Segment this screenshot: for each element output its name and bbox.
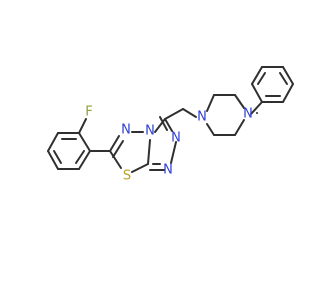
bond — [131, 163, 149, 173]
bond-inner — [53, 150, 62, 164]
bond — [47, 150, 59, 170]
structure-canvas: F N N N N S N N — [47, 66, 294, 184]
bond — [251, 66, 263, 85]
piperazine-n1-atom: N — [197, 110, 207, 125]
triazole-n-upper-atom: N — [171, 131, 181, 146]
bond — [250, 101, 263, 115]
bond — [282, 83, 294, 103]
bond — [109, 135, 120, 152]
bond-inner — [257, 72, 266, 85]
sulfur-atom: S — [123, 169, 131, 184]
bond-inner — [279, 72, 288, 85]
bond — [206, 123, 215, 136]
bond — [234, 119, 245, 136]
bond — [78, 132, 91, 152]
bond — [182, 108, 197, 118]
bond — [164, 108, 184, 120]
bridge-n-atom: N — [145, 124, 155, 139]
bond — [78, 150, 91, 170]
thiadiazole-n-atom: N — [121, 123, 131, 138]
bond — [234, 94, 245, 109]
bond-double — [112, 140, 124, 158]
bond — [78, 118, 87, 134]
piperazine-n4-atom: N — [243, 107, 253, 122]
fluorine-atom: F — [85, 105, 92, 120]
bond — [282, 66, 294, 85]
triazole-n-lower-atom: N — [163, 163, 173, 178]
bond — [251, 83, 263, 103]
bond — [147, 139, 151, 165]
bond-inner — [75, 150, 85, 164]
bond-lines — [47, 66, 294, 173]
bond — [164, 118, 173, 132]
bond-double — [159, 116, 168, 131]
bond — [109, 150, 122, 169]
molecule-diagram: F N N N N S N N — [47, 66, 294, 184]
bond — [206, 94, 215, 112]
bond — [47, 132, 59, 152]
bond — [170, 141, 177, 164]
